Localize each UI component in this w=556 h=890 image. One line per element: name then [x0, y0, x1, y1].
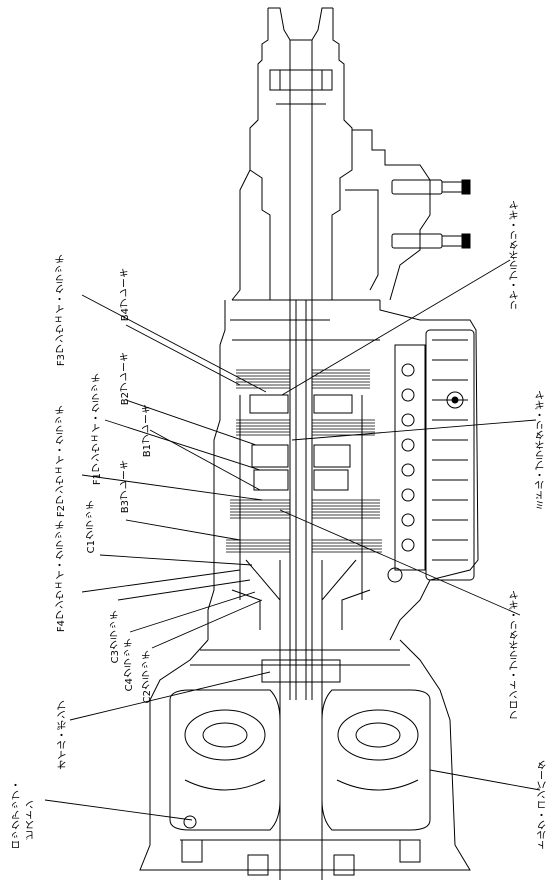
leader-torque-converter	[429, 769, 541, 791]
label-middle-planetary-gear: ミドル・プラネタリ・ギヤ	[536, 390, 547, 510]
leader-b2	[125, 399, 257, 446]
leader-c3	[117, 579, 251, 601]
label-c1-clutch: C1クラッチ	[86, 500, 97, 554]
leader-b4	[125, 324, 241, 386]
label-front-planetary-gear: フロント・プラネタリ・ギヤ	[510, 590, 521, 720]
tail-housing	[231, 7, 431, 301]
clutch-brake-packs	[226, 369, 382, 553]
connector-bolts	[391, 179, 471, 249]
label-torque-converter: トルク・コンバータ	[538, 760, 549, 850]
label-f3-one-way-clutch: F3ワンウェイ・クラッチ	[56, 254, 67, 367]
leader-f2	[81, 474, 263, 501]
label-b3-brake: B3ブレーキ	[120, 460, 131, 514]
leader-c1	[99, 554, 253, 566]
label-oil-pump: オイル・ポンプ	[58, 700, 69, 770]
label-lockup-piston-line1: ロックアップ・	[12, 780, 23, 850]
leader-c2	[151, 599, 263, 649]
leader-f1	[104, 419, 261, 471]
leader-f4	[81, 569, 241, 593]
leader-c4	[129, 591, 256, 633]
label-f4-one-way-clutch: F4ワンウェイ・クラッチ	[56, 520, 67, 633]
label-c2-clutch: C2クラッチ	[142, 650, 153, 704]
main-case	[207, 299, 479, 641]
label-c3-clutch: C3クラッチ	[110, 610, 121, 664]
leader-lines	[44, 259, 541, 821]
leader-oil-pump	[69, 671, 271, 721]
label-b2-brake: B2ブレーキ	[120, 352, 131, 406]
label-b1-brake: B1ブレーキ	[142, 404, 153, 458]
leader-f3	[81, 294, 267, 393]
planetary-gear-sets	[231, 394, 371, 640]
leader-b3	[125, 519, 241, 541]
leader-b1	[149, 429, 261, 491]
oil-pump-bell-housing	[139, 639, 471, 871]
label-rear-planetary-gear: リヤ・プラネタリ・ギヤ	[510, 200, 521, 310]
label-b4-brake: B4ブレーキ	[120, 268, 131, 322]
input-shaft	[279, 300, 323, 880]
label-c4-clutch: C4クラッチ	[124, 638, 135, 692]
label-f1-one-way-clutch: F1ワンウェイ・クラッチ	[92, 373, 103, 486]
label-lockup-piston-line2: ピストン	[26, 800, 37, 840]
leader-rear-planetary	[281, 259, 511, 396]
leader-lockup	[44, 799, 193, 821]
label-f2-one-way-clutch: F2ワンウェイ・クラッチ	[56, 405, 67, 518]
leader-middle-planetary	[291, 419, 537, 441]
leader-front-planetary	[279, 509, 521, 616]
torque-converter-drawing	[169, 689, 431, 876]
